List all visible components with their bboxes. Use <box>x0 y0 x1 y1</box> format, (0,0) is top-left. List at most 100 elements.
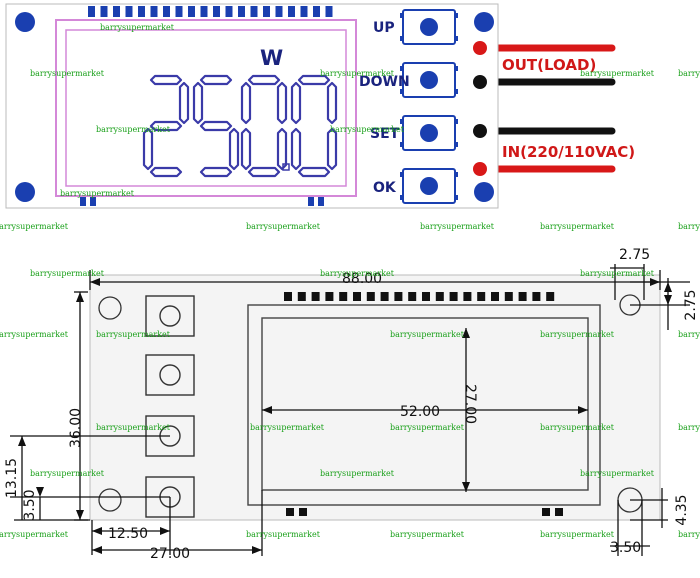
watermark-text: barrysupermarket <box>100 23 175 32</box>
lcd-segment <box>178 81 190 125</box>
watermark-text: barrysupermarket <box>580 269 655 278</box>
drawing-header-pin <box>504 292 513 301</box>
watermark-text: barrysupermarket <box>246 222 321 231</box>
watermark-text: barrysupermarket <box>0 330 69 339</box>
pad <box>90 196 96 206</box>
lcd-segment <box>276 127 288 171</box>
drawing-pin-header <box>284 292 555 301</box>
drawing-display-inner <box>261 317 589 491</box>
lcd-segment <box>290 127 302 171</box>
lcd-segment <box>199 120 233 132</box>
button-down[interactable] <box>400 62 458 98</box>
header-pin <box>138 6 145 17</box>
watermark-text: barrysupermarket <box>320 69 395 78</box>
watermark-text: barrysupermarket <box>678 423 700 432</box>
lcd-segment <box>290 81 302 125</box>
drawing-header-pin <box>325 292 334 301</box>
dim-3-50-bottom: 3.50 <box>610 540 641 556</box>
input-voltage-label: IN(220/110VAC) <box>502 143 635 161</box>
header-pin <box>100 6 108 17</box>
watermark-text: barrysupermarket <box>390 330 465 339</box>
watermark-text: barrysupermarket <box>30 269 105 278</box>
drawing-header-pin <box>339 292 348 301</box>
drawing-header-pin <box>311 292 320 301</box>
mount-hole-top-left <box>15 12 35 32</box>
dim-hole-offset-y: 2.75 <box>683 289 699 320</box>
lcd-segment <box>240 127 252 171</box>
button-set[interactable] <box>400 115 458 151</box>
watermark-text: barrysupermarket <box>0 530 69 539</box>
watermark-text: barrysupermarket <box>96 125 171 134</box>
header-pin <box>250 6 258 17</box>
header-pin <box>288 6 295 17</box>
watermark-text: barrysupermarket <box>678 69 700 78</box>
lcd-segment <box>149 166 183 178</box>
drawing-header-pin <box>422 292 430 301</box>
dim-12-50: 12.50 <box>108 526 148 542</box>
button-label-set: SET <box>370 126 400 142</box>
drawing-header-pin <box>380 292 389 301</box>
watermark-text: barrysupermarket <box>320 469 395 478</box>
button-ok-icon <box>420 177 438 195</box>
output-wires <box>476 44 616 86</box>
header-pin <box>175 6 183 17</box>
dim-hole-offset-x: 2.75 <box>619 247 650 263</box>
mount-hole-bottom-left <box>15 182 35 202</box>
watermark-text: barrysupermarket <box>96 330 171 339</box>
watermark-text: barrysupermarket <box>540 330 615 339</box>
drawing-hole-bottom-left <box>98 488 122 512</box>
drawing-header-pin <box>491 292 499 301</box>
drawing-header-pin <box>435 292 444 301</box>
lcd-frame-outer <box>55 19 357 197</box>
lcd-digit <box>240 74 288 178</box>
button-up[interactable] <box>400 9 458 45</box>
out-black-terminal <box>473 75 487 89</box>
pad <box>80 196 86 206</box>
header-pin <box>163 6 170 17</box>
header-pin <box>125 6 133 17</box>
watermark-text: barrysupermarket <box>390 423 465 432</box>
header-pin <box>200 6 208 17</box>
drawing-header-pin <box>408 292 417 301</box>
dimension-drawing <box>10 264 690 556</box>
header-pin <box>150 6 158 17</box>
drawing-header-pin <box>532 292 541 301</box>
dimension-lines <box>10 264 690 556</box>
dim-4-35: 4.35 <box>674 494 690 525</box>
header-pin <box>300 6 308 17</box>
bottom-pads <box>80 196 324 206</box>
lcd-segment <box>326 81 338 125</box>
module-photo: W UP DOWN SET <box>5 3 635 209</box>
header-pin <box>263 6 270 17</box>
drawing-header-pin <box>366 292 375 301</box>
lcd-digit <box>142 74 190 178</box>
button-ok[interactable] <box>400 168 458 204</box>
lcd-segment <box>142 127 154 171</box>
header-pin <box>275 6 283 17</box>
watermark-text: barrysupermarket <box>30 69 105 78</box>
drawing-hole-top-left <box>98 296 122 320</box>
button-label-down: DOWN <box>359 74 410 90</box>
drawing-bottom-pads <box>286 508 563 516</box>
watermark-text: barrysupermarket <box>246 530 321 539</box>
drawing-header-pin <box>297 292 306 301</box>
lcd-segment <box>149 74 183 86</box>
lcd-segment <box>276 81 288 125</box>
button-set-icon <box>420 124 438 142</box>
lcd-segment <box>228 127 240 171</box>
lcd-segment <box>192 81 204 125</box>
in-black-terminal <box>473 124 487 138</box>
drawing-header-pin <box>546 292 555 301</box>
watermark-text: barrysupermarket <box>320 269 395 278</box>
header-pin <box>213 6 220 17</box>
drawing-header-pin <box>284 292 292 301</box>
drawing-header-pin <box>518 292 527 301</box>
watermark-text: barrysupermarket <box>0 222 69 231</box>
out-red-terminal <box>473 41 487 55</box>
lcd-segment <box>199 74 233 86</box>
watermark-text: barrysupermarket <box>678 222 700 231</box>
lcd-digit <box>192 74 240 178</box>
drawing-header-pin <box>353 292 361 301</box>
button-label-up: UP <box>373 20 395 36</box>
